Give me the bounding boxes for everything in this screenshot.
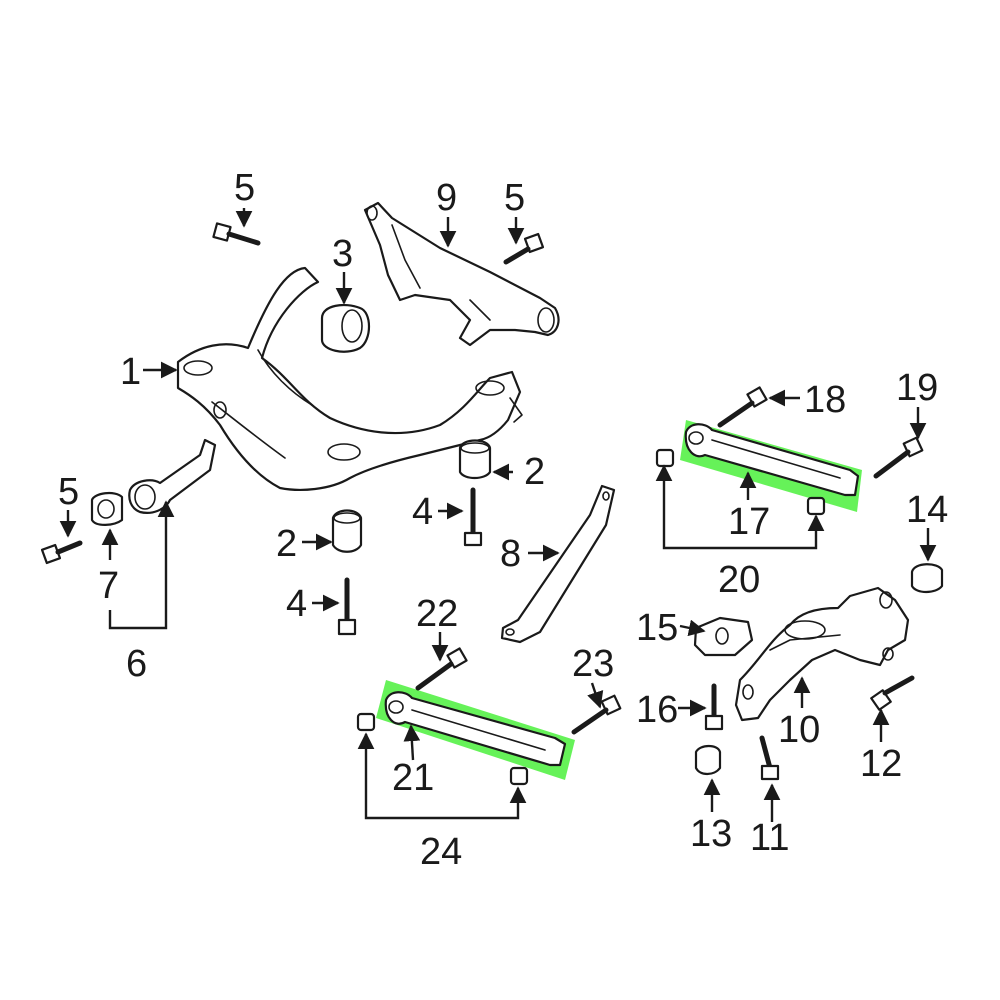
- callout-4-lower: 4: [286, 583, 307, 625]
- callout-14: 14: [906, 489, 948, 531]
- bushing-part-3[interactable]: [320, 303, 371, 353]
- leader-lines: [59, 208, 937, 822]
- nut-part-24-b[interactable]: [509, 766, 529, 786]
- callout-5-left: 5: [234, 167, 255, 209]
- bolt-part-22[interactable]: [415, 647, 468, 691]
- bolt-part-4-upper[interactable]: [463, 487, 483, 547]
- crossmember-part-1[interactable]: [176, 266, 523, 491]
- callout-6: 6: [126, 643, 147, 685]
- bolt-part-16[interactable]: [704, 683, 724, 731]
- nut-part-20-b[interactable]: [806, 496, 826, 516]
- callout-20: 20: [718, 559, 760, 601]
- knuckle-part-10[interactable]: [734, 586, 910, 722]
- callout-2-upper: 2: [524, 451, 545, 493]
- callout-3: 3: [332, 233, 353, 275]
- brace-part-8[interactable]: [500, 484, 616, 644]
- bolt-part-18[interactable]: [717, 386, 768, 428]
- callout-4-upper: 4: [412, 491, 433, 533]
- callout-24: 24: [420, 831, 462, 873]
- bolt-part-11[interactable]: [759, 735, 780, 781]
- bushing-part-7[interactable]: [90, 491, 124, 526]
- callout-19: 19: [896, 367, 938, 409]
- callout-7: 7: [98, 565, 119, 607]
- callout-13: 13: [690, 813, 732, 855]
- callout-1: 1: [120, 351, 141, 393]
- bolt-part-23[interactable]: [571, 694, 622, 735]
- callout-21: 21: [392, 757, 434, 799]
- bushing-part-14[interactable]: [910, 563, 944, 594]
- callout-labels: 1 2 2 3 4 4 5 5 5 6 7 8 9 10 11 12 13 14…: [58, 167, 948, 873]
- callout-2-lower: 2: [276, 523, 297, 565]
- callout-18: 18: [804, 379, 846, 421]
- nut-part-24-a[interactable]: [356, 712, 376, 732]
- callout-16: 16: [636, 689, 678, 731]
- bushing-part-2-lower[interactable]: [331, 509, 363, 553]
- callout-11: 11: [750, 817, 789, 859]
- callout-17: 17: [728, 501, 770, 543]
- callout-9: 9: [436, 177, 457, 219]
- bracket-part-15[interactable]: [693, 616, 754, 657]
- bolt-part-5-lower[interactable]: [40, 540, 83, 565]
- nut-part-20-a[interactable]: [655, 448, 675, 468]
- bolt-part-5-left[interactable]: [212, 222, 261, 246]
- bolt-part-5-center[interactable]: [503, 232, 545, 265]
- callout-15: 15: [636, 607, 678, 649]
- callout-22: 22: [416, 593, 458, 635]
- lateral-link-part-17[interactable]: [684, 423, 860, 497]
- callout-10: 10: [778, 709, 820, 751]
- callout-8: 8: [500, 533, 521, 575]
- callout-5-center: 5: [504, 177, 525, 219]
- bolt-part-19[interactable]: [873, 436, 924, 479]
- link-part-6[interactable]: [128, 438, 217, 514]
- upper-crossmember-part-9[interactable]: [363, 201, 560, 347]
- bolt-part-4-lower[interactable]: [337, 577, 357, 636]
- callout-23: 23: [572, 643, 614, 685]
- nut-part-13[interactable]: [694, 744, 722, 776]
- bolt-part-12[interactable]: [870, 675, 915, 711]
- lateral-link-part-21[interactable]: [384, 691, 567, 767]
- bushing-part-2-upper[interactable]: [458, 439, 492, 480]
- callout-12: 12: [860, 743, 902, 785]
- callout-5-lower: 5: [58, 471, 79, 513]
